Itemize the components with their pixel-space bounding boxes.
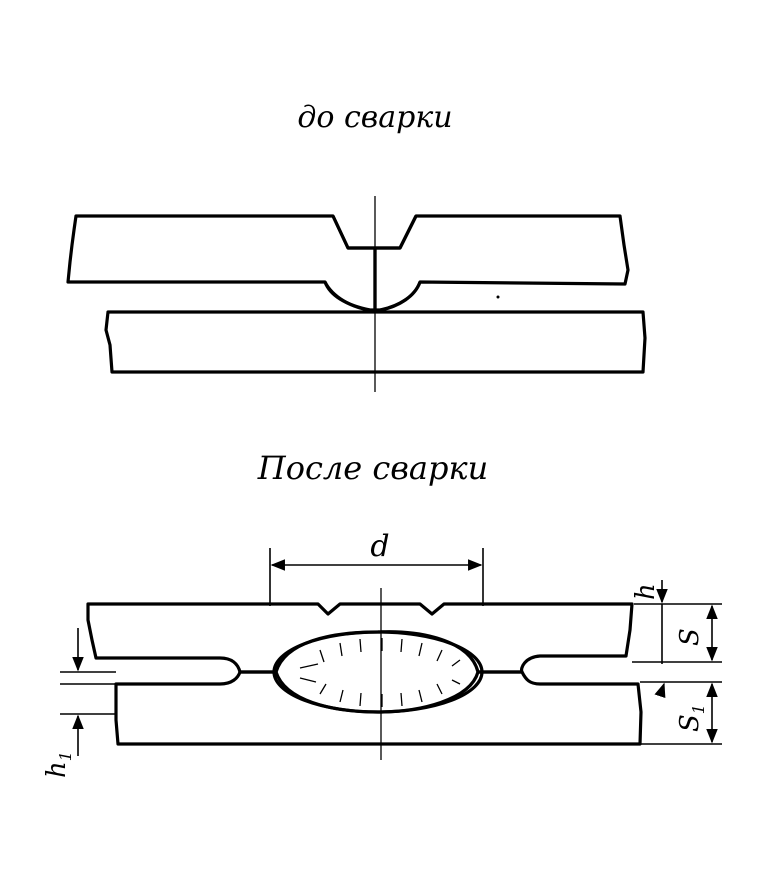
dimension-d-label: d: [370, 529, 389, 564]
dimension-s1-subscript: 1: [689, 704, 708, 714]
lower-plate-after: [114, 670, 643, 746]
upper-plate-after: [86, 602, 634, 674]
dimension-h1-label: h1: [42, 751, 75, 778]
dimension-h1-letter: h: [42, 761, 72, 778]
dimension-h1: h1: [42, 628, 116, 778]
dimension-s1-letter: S: [675, 714, 705, 732]
dimension-h1-subscript: 1: [56, 751, 75, 761]
dimensions-right: h S S1: [631, 580, 722, 745]
dimension-d: d: [269, 529, 484, 606]
weld-nugget: [272, 630, 484, 714]
lower-plate-before: [104, 310, 647, 374]
dimension-h-label: h: [631, 583, 661, 600]
dimension-s1-label: S1: [675, 704, 708, 732]
caption-after: После сварки: [257, 449, 488, 487]
caption-before: до сварки: [297, 100, 452, 135]
speck-dot: [496, 295, 500, 299]
upper-plate-before: [66, 214, 630, 313]
dimension-s-label: S: [675, 628, 705, 646]
